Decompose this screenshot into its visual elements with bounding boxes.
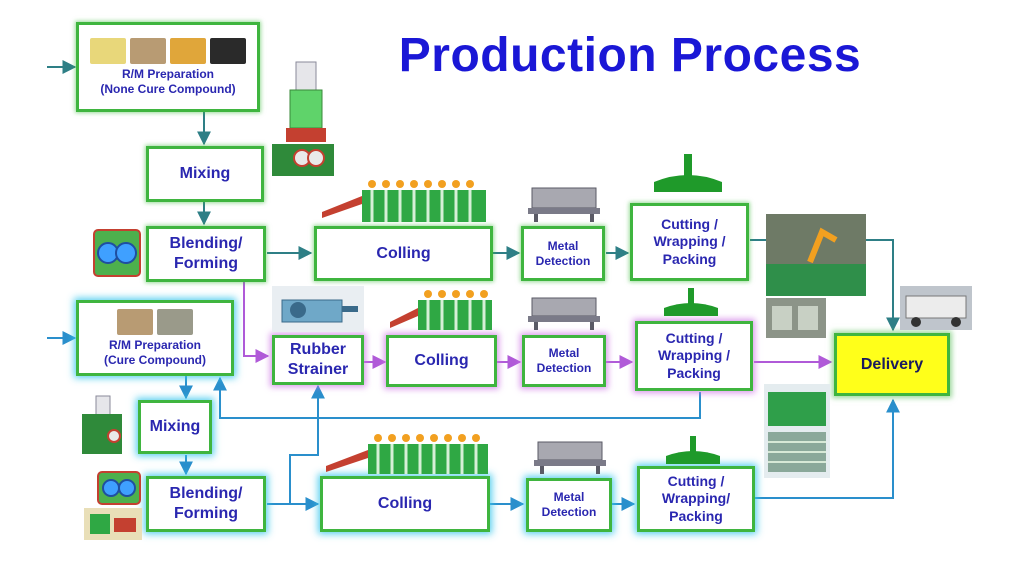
robot-packing-photo — [766, 214, 866, 296]
cutting-wrapping-packing-bottom-node: Cutting / Wrapping/ Packing — [637, 466, 755, 532]
truck-photo — [900, 286, 972, 330]
blend-bot-line2: Forming — [174, 505, 238, 522]
blend-top-line1: Blending/ — [169, 235, 243, 252]
mixer-machine-icon — [272, 61, 334, 176]
blending-roller-icon — [97, 471, 141, 505]
rm-prep-none-cure-node: R/M Preparation (None Cure Compound) — [76, 22, 260, 112]
blending-forming-bottom-node: Blending/ Forming — [146, 476, 266, 532]
cut-mid-line3: Packing — [667, 364, 721, 381]
cut-top-line2: Wrapping / — [653, 233, 726, 250]
arrow-blend-to-strainer-up — [267, 384, 325, 505]
rm-none-line2: (None Cure Compound) — [100, 81, 236, 96]
cooling-rack-icon — [390, 290, 492, 330]
crate-photo — [766, 298, 826, 338]
cooling-rack-icon — [326, 434, 488, 474]
metal-top-line1: Metal — [547, 238, 579, 253]
cut-top-line3: Packing — [662, 250, 717, 267]
cut-mid-line2: Wrapping / — [657, 347, 731, 364]
crate-photo — [764, 384, 830, 478]
rm-cure-line2: (Cure Compound) — [104, 352, 206, 367]
mixing-top-node: Mixing — [146, 146, 264, 202]
colling-top-label: Colling — [376, 244, 431, 262]
metal-detection-mid-node: Metal Detection — [522, 335, 606, 387]
cut-bot-line1: Cutting / — [667, 472, 725, 489]
metal-bot-line1: Metal — [553, 490, 585, 504]
raw-material-icon — [90, 37, 246, 64]
cutting-wrapping-packing-mid-node: Cutting / Wrapping / Packing — [635, 321, 753, 391]
blending-roller-icon — [93, 229, 141, 277]
page-title: Production Process — [398, 29, 862, 82]
metal-mid-line1: Metal — [548, 346, 580, 360]
delivery-label: Delivery — [860, 355, 924, 373]
metal-bot-line2: Detection — [541, 505, 597, 519]
cut-mid-line1: Cutting / — [665, 329, 723, 346]
mixing-bottom-node: Mixing — [138, 400, 212, 454]
arrow-blend-to-strainer — [243, 282, 270, 363]
mixing-bot-label: Mixing — [149, 418, 201, 435]
metal-top-line2: Detection — [535, 253, 591, 268]
cutter-icon — [654, 154, 722, 192]
metal-detector-icon — [528, 187, 600, 222]
strainer-line2: Strainer — [287, 361, 349, 378]
metal-detector-icon — [528, 297, 600, 330]
rubber-strainer-node: Rubber Strainer — [272, 335, 364, 385]
blend-bot-line1: Blending/ — [169, 485, 243, 502]
colling-mid-label: Colling — [414, 352, 469, 369]
metal-mid-line2: Detection — [536, 361, 592, 375]
rm-cure-line1: R/M Preparation — [108, 337, 201, 352]
cooling-rack-icon — [322, 180, 486, 222]
arrow-cutting-to-delivery-bot — [755, 398, 900, 499]
metal-detector-icon — [534, 441, 606, 474]
cut-top-line1: Cutting / — [661, 215, 718, 232]
cutting-wrapping-packing-top-node: Cutting / Wrapping / Packing — [630, 203, 749, 281]
rm-prep-cure-node: R/M Preparation (Cure Compound) — [76, 300, 234, 376]
rm-none-line1: R/M Preparation — [121, 66, 214, 81]
raw-material-icon — [117, 308, 193, 335]
delivery-node: Delivery — [834, 333, 950, 396]
blending-forming-top-node: Blending/ Forming — [146, 226, 266, 282]
colling-top-node: Colling — [314, 226, 493, 281]
cut-bot-line2: Wrapping/ — [661, 490, 731, 507]
colling-mid-node: Colling — [386, 335, 497, 387]
metal-detection-top-node: Metal Detection — [521, 226, 605, 281]
forming-machine-icon — [84, 508, 142, 540]
strainer-machine-icon — [272, 286, 364, 332]
colling-bottom-node: Colling — [320, 476, 490, 532]
mixing-top-label: Mixing — [179, 165, 231, 182]
arrow-return-loop — [213, 376, 701, 419]
mixer-machine-icon — [82, 395, 122, 454]
cut-bot-line3: Packing — [669, 507, 723, 524]
metal-detection-bottom-node: Metal Detection — [526, 478, 612, 532]
colling-bot-label: Colling — [377, 495, 433, 512]
cutter-icon — [666, 436, 720, 464]
strainer-line1: Rubber — [290, 341, 346, 358]
cutter-icon — [664, 288, 718, 316]
blend-top-line2: Forming — [174, 255, 238, 272]
